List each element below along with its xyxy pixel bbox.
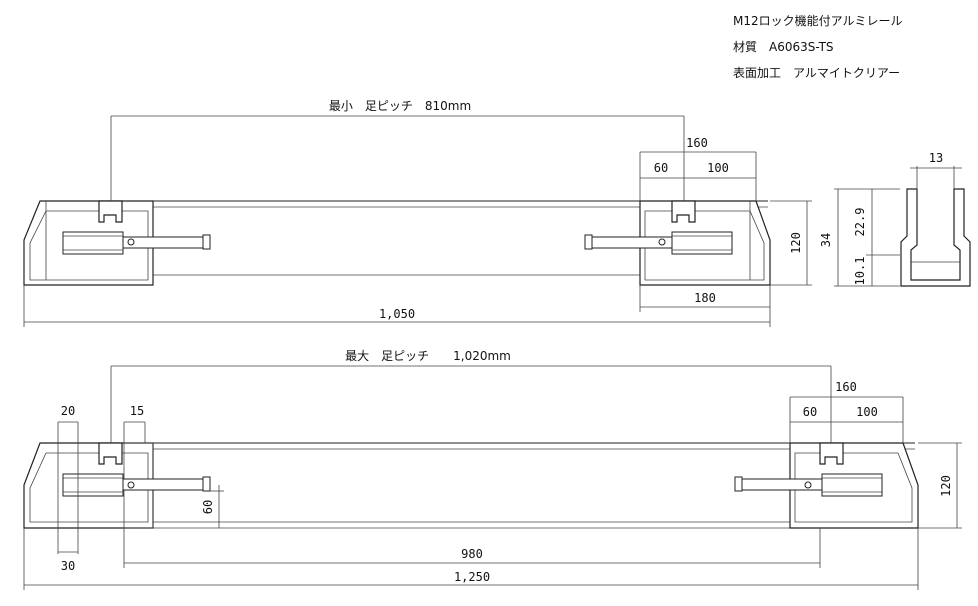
right-clamp [671, 200, 696, 223]
dim-100: 100 [856, 405, 878, 419]
left-clamp [98, 442, 123, 465]
max-pitch-label: 最大 足ピッチ 1,020mm [345, 349, 511, 363]
dim-60: 60 [654, 161, 668, 175]
material-note: 材質 A6063S-TS [733, 40, 834, 54]
left-bolt-tip [202, 476, 211, 492]
left-bolt-head [62, 473, 124, 497]
dim-10-1: 10.1 [853, 257, 867, 286]
rail-profile: 13 34 22.9 10.1 [819, 151, 971, 287]
dim-980: 980 [461, 547, 483, 561]
dim-120: 120 [789, 232, 803, 254]
left-lock-pin [127, 238, 135, 246]
left-foot-inner [29, 452, 149, 523]
dim-1050: 1,050 [379, 307, 415, 321]
top-view: 最小 足ピッチ 810mm 160 60 100 120 180 1,050 [23, 99, 812, 327]
dim-120: 120 [939, 475, 953, 497]
left-bolt-shaft [122, 236, 204, 249]
left-bolt-head [62, 231, 124, 255]
left-lock-pin [127, 481, 135, 489]
right-clamp [819, 442, 844, 465]
right-bolt-head [821, 473, 883, 497]
right-bolt-tip [734, 476, 743, 492]
right-bolt-head [671, 231, 733, 255]
product-name: M12ロック機能付アルミレール [733, 14, 903, 28]
dim-30: 30 [61, 559, 75, 573]
right-lock-pin [804, 481, 812, 489]
dim-60: 60 [803, 405, 817, 419]
profile-shape [900, 188, 971, 287]
dim-1250: 1,250 [454, 570, 490, 584]
left-clamp [98, 200, 123, 223]
bottom-view: 最大 足ピッチ 1,020mm 160 60 100 20 15 30 [23, 349, 962, 590]
min-pitch-label: 最小 足ピッチ 810mm [329, 99, 471, 113]
dim-60v: 60 [201, 500, 215, 514]
dim-180: 180 [694, 291, 716, 305]
left-bolt-shaft [122, 478, 204, 491]
dim-160: 160 [835, 380, 857, 394]
right-foot-inner [644, 210, 765, 281]
dim-15: 15 [130, 404, 144, 418]
right-bolt-tip [584, 234, 593, 250]
finish-note: 表面加工 アルマイトクリアー [733, 66, 901, 80]
dim-100: 100 [707, 161, 729, 175]
dim-160: 160 [686, 136, 708, 150]
dim-34: 34 [819, 233, 833, 247]
dim-20: 20 [61, 404, 75, 418]
left-foot-inner [29, 210, 149, 281]
dim-22-9: 22.9 [853, 208, 867, 237]
right-lock-pin [658, 238, 666, 246]
right-foot-inner [794, 452, 913, 523]
left-bolt-tip [202, 234, 211, 250]
dim-13: 13 [929, 151, 943, 165]
